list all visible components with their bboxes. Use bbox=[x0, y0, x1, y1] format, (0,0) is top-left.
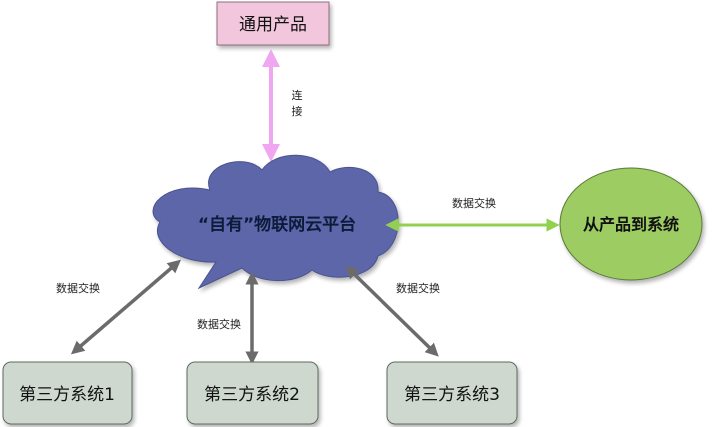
cloud-shape bbox=[152, 154, 399, 290]
exchange-left-label: 数据交换 bbox=[56, 281, 100, 295]
generic-product-label: 通用产品 bbox=[239, 15, 307, 35]
generic-product-node: 通用产品 bbox=[216, 1, 330, 46]
third-party-1-label: 第三方系统1 bbox=[19, 385, 115, 405]
connect-label-line1: 连 bbox=[292, 89, 303, 102]
exchange-right-label: 数据交换 bbox=[452, 196, 496, 210]
cloud-platform-label: “自有”物联网云平台 bbox=[198, 214, 356, 235]
exchange-left-arrow bbox=[70, 259, 182, 355]
cloud-platform-node bbox=[152, 154, 399, 290]
exchange-3-label: 数据交换 bbox=[396, 281, 440, 295]
third-party-2-node: 第三方系统2 bbox=[186, 361, 319, 425]
third-party-1-node: 第三方系统1 bbox=[2, 361, 133, 425]
third-party-3-node: 第三方系统3 bbox=[386, 361, 518, 425]
product-to-system-label: 从产品到系统 bbox=[583, 215, 679, 234]
third-party-2-label: 第三方系统2 bbox=[204, 385, 300, 405]
connect-label-line2: 接 bbox=[292, 105, 303, 118]
exchange-3-arrow bbox=[345, 265, 439, 357]
product-to-system-node: 从产品到系统 bbox=[559, 167, 703, 281]
exchange-center-label: 数据交换 bbox=[197, 317, 241, 331]
third-party-3-label: 第三方系统3 bbox=[404, 385, 500, 405]
